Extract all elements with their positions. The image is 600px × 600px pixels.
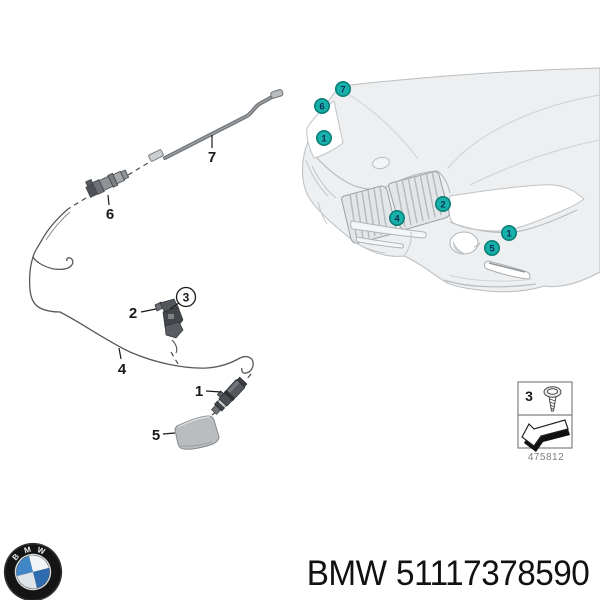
hose-end-fitting: [270, 89, 284, 99]
lower-bumper-intake: [484, 260, 531, 280]
hood-crease-lines: [347, 93, 600, 186]
bmw-logo-letters: B M W: [11, 545, 47, 562]
brand-text: BMW: [306, 554, 387, 593]
bmw-logo: B M W: [2, 541, 64, 600]
label-part-1: 1: [195, 383, 203, 400]
svg-text:1: 1: [321, 133, 327, 144]
hose-coupler: [148, 149, 164, 162]
hose-connector-part-6: [85, 169, 130, 198]
left-bumper-corner-lines: [305, 159, 337, 225]
legend-box: 3 475812: [517, 381, 573, 463]
holder-bracket-part-2: [154, 298, 184, 339]
car-front-illustration: [302, 67, 600, 293]
svg-text:4: 4: [394, 213, 400, 224]
fog-light-opening: [449, 231, 481, 255]
callout-6: 6: [313, 98, 330, 115]
washer-system-parts-diagram: 7 6 2 3 4 1 5 7 6 1 2: [28, 67, 600, 463]
callout-1-left: 1: [315, 130, 332, 147]
legend-item-number: 3: [525, 388, 533, 404]
screw-icon: [543, 386, 562, 412]
legend-diagram-code: 475812: [528, 452, 564, 463]
right-headlight-opening: [448, 184, 585, 232]
left-kidney-slats: [349, 186, 388, 242]
direction-arrow-icon: [521, 419, 570, 452]
label-part-2: 2: [129, 305, 137, 322]
washer-hose-part-4: [28, 208, 254, 374]
washer-hose-part-7: [148, 89, 284, 162]
label-part-3: 3: [183, 291, 190, 305]
svg-text:1: 1: [506, 228, 512, 239]
car-location-callouts: 7 6 1 2 4 1 5: [313, 81, 517, 257]
label-part-5: 5: [152, 427, 160, 444]
label-part-6: 6: [106, 206, 114, 223]
svg-text:5: 5: [489, 243, 495, 254]
svg-text:B: B: [11, 552, 22, 562]
callout-1-right: 1: [500, 225, 517, 242]
svg-text:M: M: [23, 545, 32, 555]
part-labels: 7 6 2 3 4 1 5: [106, 135, 222, 444]
callout-4: 4: [388, 210, 405, 227]
assembly-dashed-lines: [67, 162, 252, 424]
part-number-caption: BMW 51117378590: [306, 552, 590, 596]
svg-text:W: W: [36, 545, 47, 556]
nozzle-cover-cap-part-5: [174, 415, 220, 450]
car-silhouette: [302, 67, 600, 293]
label-part-7: 7: [208, 149, 216, 166]
callout-7: 7: [334, 81, 351, 98]
washer-jet-part-1: [211, 376, 248, 415]
label-part-4: 4: [118, 361, 127, 378]
callout-2: 2: [434, 196, 451, 213]
bmw-logo-quarters: [16, 555, 50, 589]
callout-5: 5: [483, 240, 500, 257]
hood-roundel-mark: [372, 156, 390, 170]
svg-text:6: 6: [319, 101, 324, 112]
bumper-intake-slats: [350, 220, 427, 249]
bumper-bottom-lines: [351, 231, 537, 288]
svg-text:7: 7: [340, 84, 345, 95]
part-number-text: 51117378590: [396, 554, 590, 593]
circled-label-part-3: [175, 286, 197, 308]
svg-text:2: 2: [440, 199, 445, 210]
